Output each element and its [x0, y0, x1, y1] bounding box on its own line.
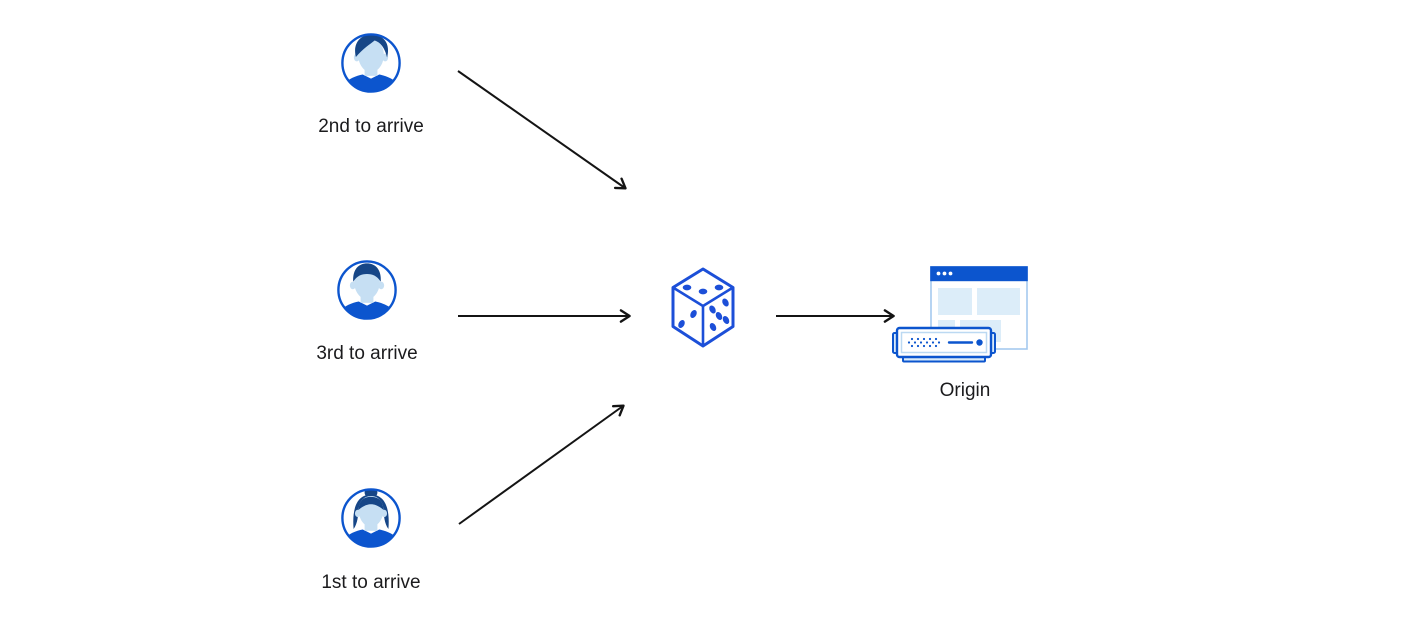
server-icon [892, 326, 996, 363]
dice-icon [671, 267, 735, 348]
male-avatar-icon [337, 260, 397, 320]
male-avatar-icon [341, 33, 401, 93]
user-label-second: 2nd to arrive [318, 116, 424, 137]
origin-label: Origin [939, 380, 991, 401]
arrow-user-first-to-dice [458, 404, 625, 525]
user-node-first [338, 485, 404, 551]
browser-window-and-server-icon [892, 266, 1028, 363]
user-node-third [334, 257, 400, 323]
user-label-third: 3rd to arrive [316, 343, 418, 364]
user-label-first: 1st to arrive [321, 572, 421, 593]
dice-node [667, 266, 739, 350]
origin-node [892, 263, 1028, 365]
user-node-second [338, 30, 404, 96]
female-avatar-icon [341, 488, 401, 548]
arrow-user-second-to-dice [457, 70, 627, 190]
